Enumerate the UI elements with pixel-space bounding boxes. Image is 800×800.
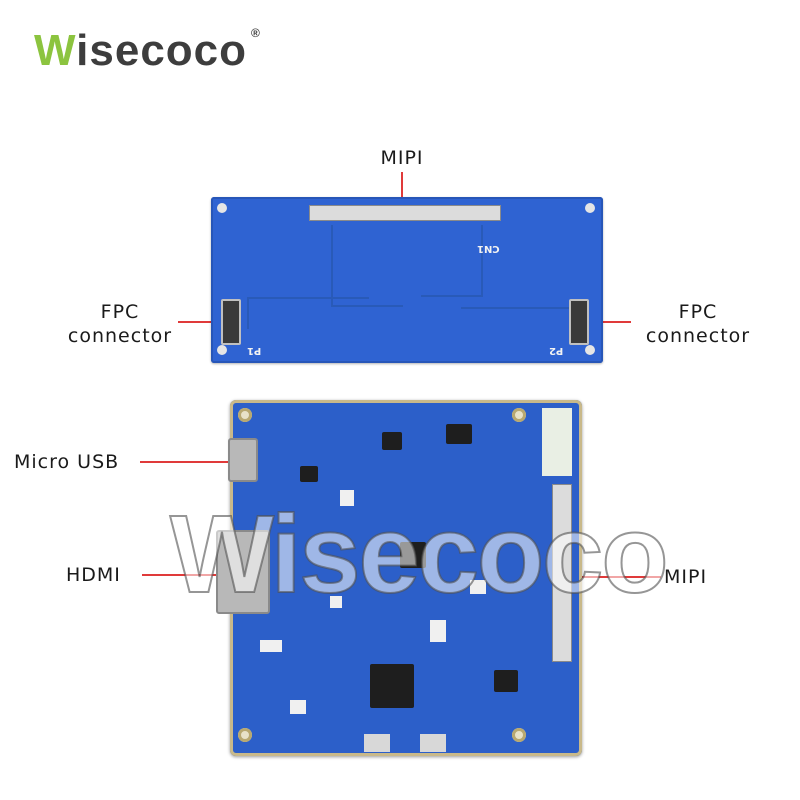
registered-mark: ®: [251, 26, 261, 40]
mipi-connector-bottom: [552, 484, 572, 662]
pointer-line-mipi-top: [401, 172, 403, 210]
mount-hole: [512, 728, 526, 742]
label-hdmi: HDMI: [66, 564, 121, 586]
brand-logo: Wisecoco®: [34, 26, 261, 76]
chip-qfn: [400, 542, 426, 568]
mount-hole: [238, 728, 252, 742]
adapter-board-top: CN1 P1 P2: [211, 197, 603, 363]
pcb-trace: [247, 297, 369, 329]
logo-letter-w: W: [34, 26, 77, 75]
silkscreen-p2: P2: [549, 345, 564, 356]
label-fpc-right: FPC connector: [645, 301, 751, 347]
qc-label-sticker: [542, 408, 572, 476]
micro-usb-port: [228, 438, 258, 482]
driver-board-bottom: [216, 400, 582, 756]
pointer-line-fpc-left: [178, 321, 226, 323]
pointer-line-fpc-right: [585, 321, 631, 323]
silkscreen-cn1: CN1: [477, 243, 500, 254]
label-mipi-bottom: MIPI: [664, 566, 708, 588]
hdmi-port: [216, 530, 270, 614]
label-micro-usb: Micro USB: [14, 451, 120, 473]
chip-regulator: [382, 432, 402, 450]
chip-small: [446, 424, 472, 444]
pointer-line-micro-usb: [140, 461, 238, 463]
silkscreen-p1: P1: [247, 345, 262, 356]
logo-text: isecoco: [76, 26, 248, 75]
mount-hole: [238, 408, 252, 422]
mount-hole: [217, 345, 227, 355]
component-white: [330, 596, 342, 608]
component-white: [430, 620, 446, 642]
button-right: [420, 734, 446, 752]
mount-hole: [585, 345, 595, 355]
pcb-trace: [421, 225, 483, 297]
label-fpc-left: FPC connector: [67, 301, 173, 347]
component-white: [340, 490, 354, 506]
watermark: Wisecoco: [169, 493, 670, 616]
component-white: [290, 700, 306, 714]
pointer-line-hdmi: [142, 574, 230, 576]
chip-main-processor: [370, 664, 414, 708]
fpc-connector-left: [221, 299, 241, 345]
pcb-trace: [331, 225, 403, 307]
component-white: [470, 580, 486, 594]
mount-hole: [217, 203, 227, 213]
pcb-trace: [461, 307, 573, 339]
button-left: [364, 734, 390, 752]
pointer-line-mipi-bottom: [565, 576, 661, 578]
mount-hole: [585, 203, 595, 213]
label-mipi-top: MIPI: [380, 147, 424, 169]
chip-small: [494, 670, 518, 692]
mount-hole: [512, 408, 526, 422]
component-white: [260, 640, 282, 652]
fpc-connector-right: [569, 299, 589, 345]
mipi-connector-top: [309, 205, 501, 221]
chip-small: [300, 466, 318, 482]
